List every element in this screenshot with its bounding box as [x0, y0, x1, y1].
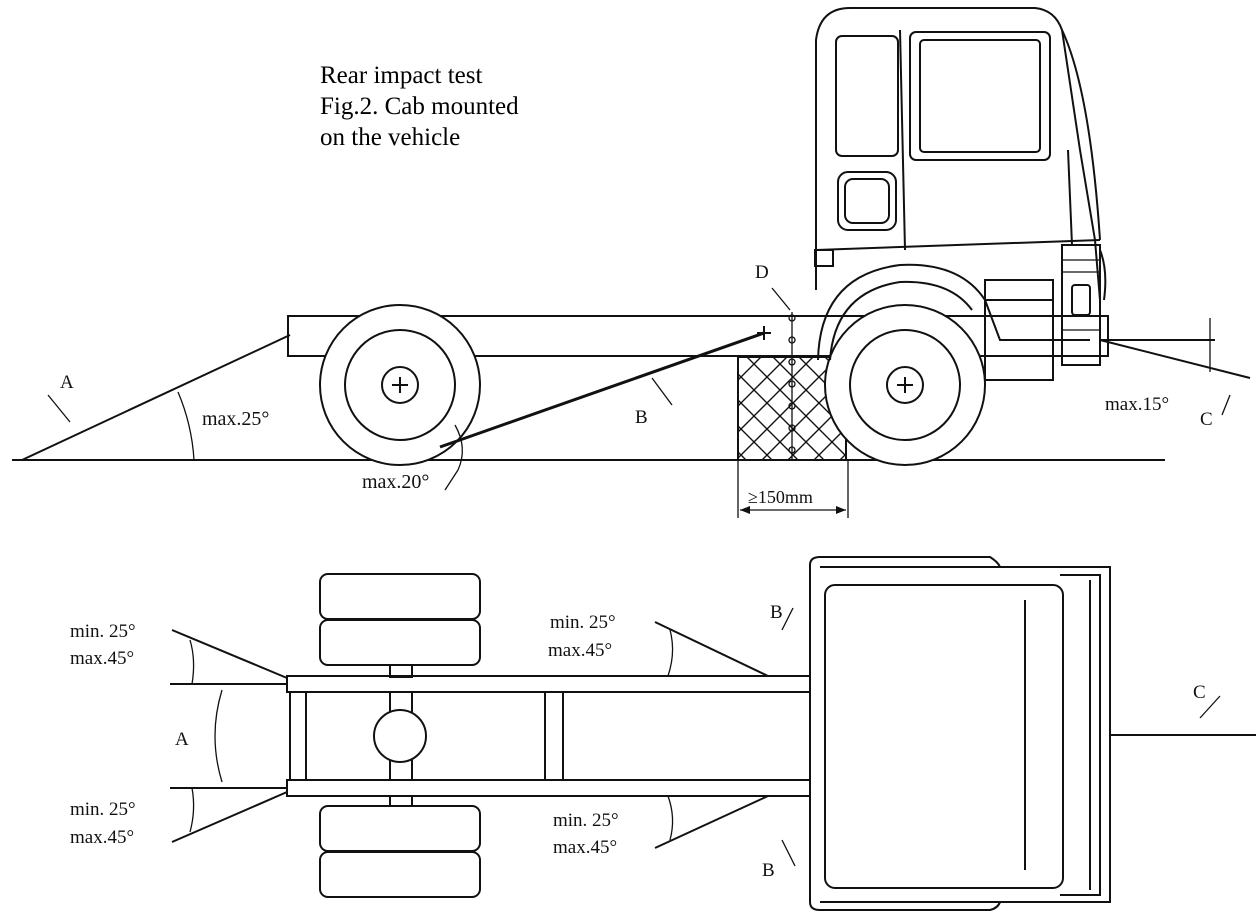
- rear-wheel: [319, 304, 481, 466]
- tyre-top-inner: [319, 619, 481, 666]
- front-angle-line: [1099, 339, 1251, 379]
- right-rope-bottom: [654, 795, 769, 849]
- tyre-top-outer: [319, 573, 481, 620]
- top-label-c: C: [1193, 682, 1206, 703]
- left-bottom-arc: [189, 787, 195, 833]
- right-top-max-label: max.45°: [548, 640, 612, 661]
- caption-line-2: Fig.2. Cab mounted: [320, 93, 519, 120]
- side-label-b-arrow: [651, 377, 673, 406]
- side-label-c: C: [1200, 409, 1213, 430]
- left-bottom-min-label: min. 25°: [70, 799, 136, 820]
- front-wheel: [824, 304, 986, 466]
- block-width-label: ≥150mm: [748, 487, 813, 507]
- left-top-min-label: min. 25°: [70, 621, 136, 642]
- tyre-bottom-inner: [319, 805, 481, 852]
- left-rope-bottom: [171, 791, 288, 843]
- caption-line-1: Rear impact test: [320, 62, 483, 89]
- ramp-angle-label: max.25°: [202, 408, 269, 430]
- front-angle-label: max.15°: [1105, 394, 1169, 415]
- label-d-arrow: [771, 287, 791, 311]
- right-top-arc: [667, 629, 674, 677]
- left-rope-top: [171, 629, 288, 679]
- tyre-bottom-outer: [319, 851, 481, 898]
- top-label-b-top: B: [770, 602, 783, 623]
- chain-links: [788, 314, 796, 454]
- axle-stub-bottom: [389, 795, 413, 807]
- right-top-min-label: min. 25°: [550, 612, 616, 633]
- right-bottom-min-label: min. 25°: [553, 810, 619, 831]
- top-label-a: A: [175, 729, 189, 750]
- differential: [373, 709, 427, 763]
- side-label-b: B: [635, 407, 648, 428]
- rope-angle-arc: [454, 424, 463, 471]
- top-label-b-bottom-arrow: [781, 839, 796, 867]
- caption-line-3: on the vehicle: [320, 124, 461, 151]
- ramp-angle-arc: [177, 391, 195, 461]
- right-rope-top: [654, 621, 769, 677]
- mid-crossmember: [544, 691, 564, 781]
- left-top-arc: [189, 639, 195, 685]
- cab-top: [809, 556, 1111, 911]
- tow-rope-line: [439, 331, 765, 449]
- top-label-c-arrow: [1199, 695, 1221, 719]
- figure-caption: Rear impact test Fig.2. Cab mounted on t…: [320, 60, 519, 153]
- side-label-d: D: [755, 262, 769, 283]
- label-c-arrow: [1221, 394, 1231, 416]
- frame-rail-top: [286, 675, 811, 693]
- right-bottom-arc: [667, 795, 674, 841]
- rear-crossmember: [289, 691, 307, 781]
- rope-angle-label: max.20°: [362, 471, 429, 493]
- ramp-line: [21, 334, 291, 461]
- right-bottom-max-label: max.45°: [553, 837, 617, 858]
- side-label-a: A: [60, 372, 74, 393]
- top-label-b-bottom: B: [762, 860, 775, 881]
- truck-cab: [814, 7, 1107, 381]
- left-top-max-label: max.45°: [70, 648, 134, 669]
- side-view: A max.25°: [12, 7, 1251, 518]
- frame-rail-bottom: [286, 779, 811, 797]
- rope-angle-arrow: [444, 469, 459, 491]
- left-a-arc: [214, 689, 223, 783]
- label-a-arrow: [47, 394, 71, 423]
- top-label-b-top-arrow: [781, 607, 794, 631]
- left-bottom-max-label: max.45°: [70, 827, 134, 848]
- top-view: C A min. 25° max.45° min. 25° max.45° mi…: [70, 556, 1256, 911]
